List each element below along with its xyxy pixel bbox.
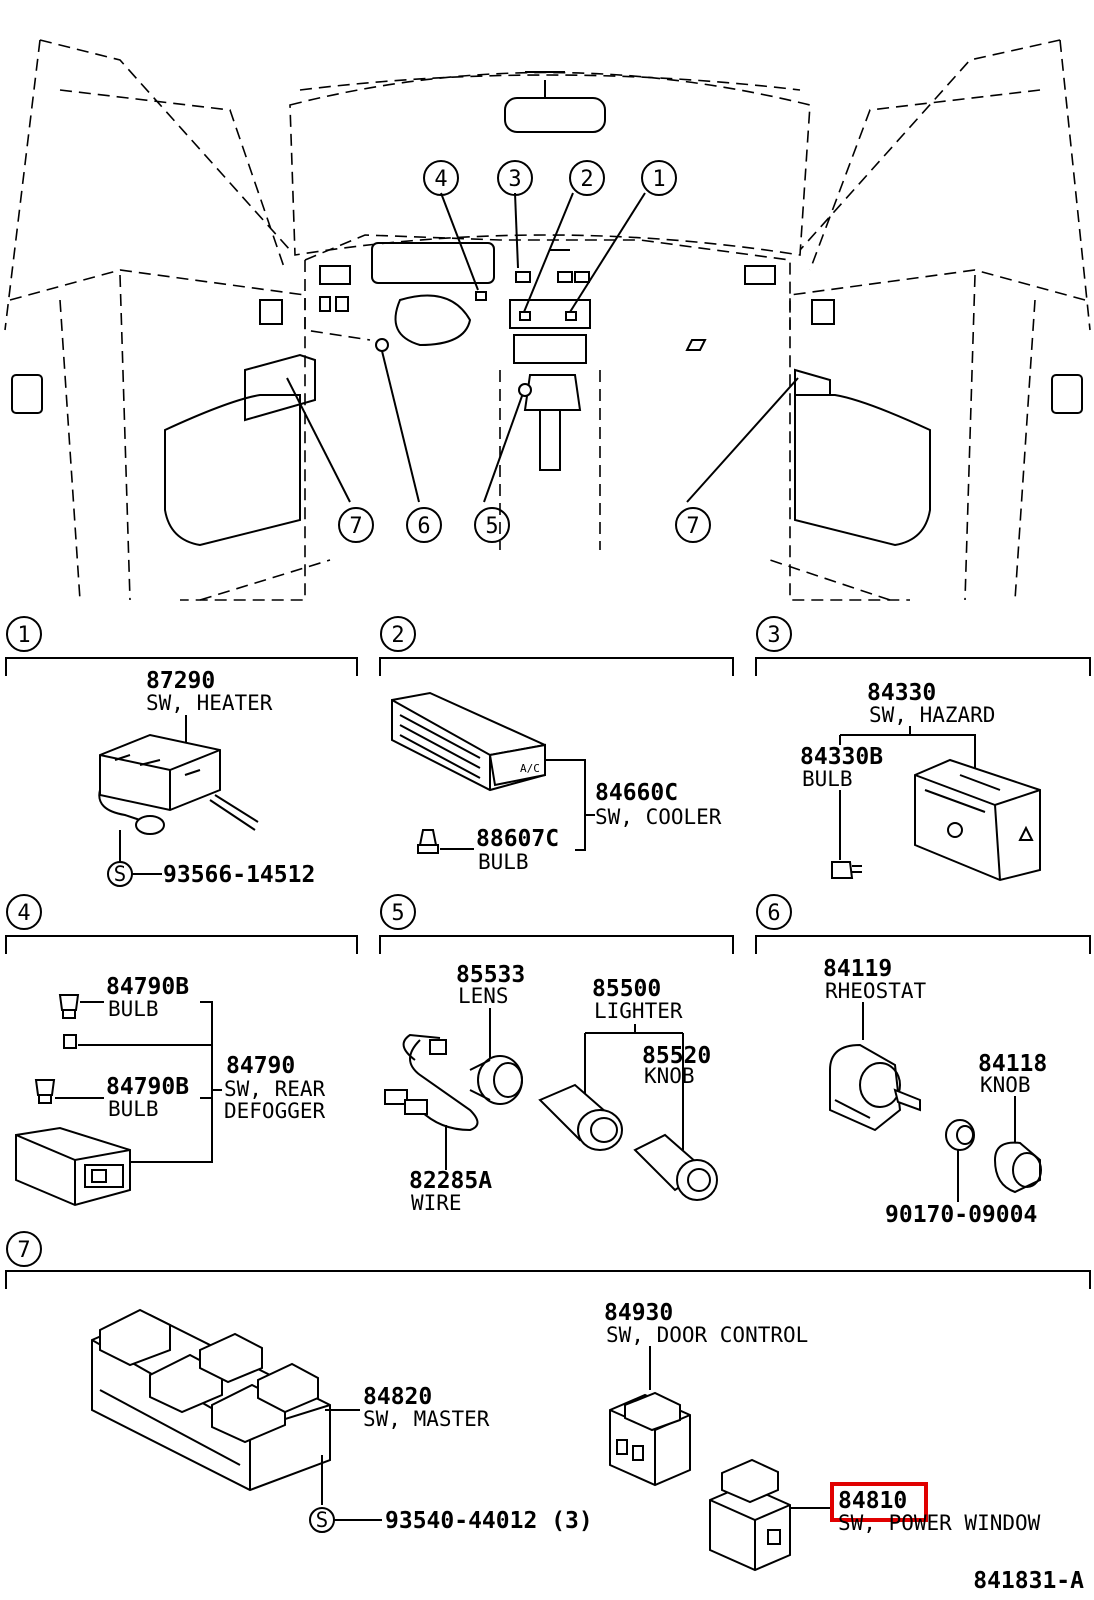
part-number: 84790 (226, 1053, 295, 1079)
part-name: WIRE (411, 1191, 462, 1215)
section-4: 4 84790B BULB 84790 SW, REAR DEFOGGER 84… (5, 894, 358, 1207)
part-name: SW, REAR (224, 1077, 326, 1101)
part-number: 84330 (867, 680, 936, 706)
part-name: SW, DOOR CONTROL (606, 1323, 808, 1347)
part-name: SW, HAZARD (869, 703, 995, 727)
part-number: 84790B (106, 974, 189, 1000)
nut-drawing (945, 1119, 975, 1151)
overview-callout-6: 6 (406, 507, 442, 543)
part-name: BULB (802, 767, 853, 791)
power-window-switch-drawing (709, 1458, 791, 1572)
section-7: 7 84820 SW, MASTER S 93540-44012 (3) 849… (5, 1231, 1091, 1572)
part-name: BULB (108, 1097, 159, 1121)
part-number: 93540-44012 (3) (385, 1508, 593, 1534)
section-3: 3 84330 SW, HAZARD 84330B BULB (755, 616, 1091, 882)
overview-callout-1: 1 (641, 160, 677, 196)
section-2: 2 A/C 84660C SW, COOLER 88607C BULB (379, 616, 734, 874)
part-number: 82285A (409, 1168, 492, 1194)
section-number: 6 (767, 901, 780, 926)
section-number: 7 (17, 1238, 30, 1263)
cooler-switch-drawing: A/C (391, 691, 546, 792)
defogger-switch-drawing (15, 1126, 131, 1207)
callout-number: 7 (686, 514, 699, 539)
part-name: BULB (478, 850, 529, 874)
overview-callout-3: 3 (497, 160, 533, 196)
part-number: 90170-09004 (885, 1202, 1037, 1228)
wire-drawing (384, 1033, 479, 1132)
part-number: 84660C (595, 780, 678, 806)
part-name: SW, POWER WINDOW (838, 1511, 1041, 1535)
lighter-drawing (538, 1083, 623, 1151)
part-number: 84118 (978, 1051, 1047, 1077)
section-1: 1 87290 SW, HEATER S 93566-14512 (5, 616, 358, 888)
section-number: 4 (17, 901, 30, 926)
callout-number: 3 (508, 167, 521, 192)
section-5: 5 85533 LENS 85500 LIGHTER 85520 KNOB (379, 894, 734, 1215)
part-name: KNOB (644, 1064, 695, 1088)
part-number: 84790B (106, 1074, 189, 1100)
callout-number: 4 (434, 167, 447, 192)
diagram-reference: 841831-A (973, 1568, 1084, 1594)
part-number: 88607C (476, 826, 559, 852)
part-number: 84810 (838, 1488, 907, 1514)
callout-number: 7 (349, 514, 362, 539)
hazard-switch-drawing (914, 758, 1041, 882)
part-name: SW, HEATER (146, 691, 273, 715)
overview-callout-2: 2 (569, 160, 605, 196)
rheostat-drawing (829, 1043, 921, 1132)
part-number: 85500 (592, 976, 661, 1002)
bulb-drawing (417, 829, 439, 854)
overview-callout-7-left: 7 (338, 507, 374, 543)
overview-callout-7-right: 7 (675, 507, 711, 543)
part-number: 84330B (800, 744, 883, 770)
knob-drawing (633, 1133, 718, 1201)
section-number: 2 (391, 623, 404, 648)
section-6: 6 84119 RHEOSTAT 84118 KNOB 90170-09004 (755, 894, 1091, 1228)
lens-drawing (469, 1055, 523, 1105)
screw-symbol: S (316, 1508, 329, 1532)
part-name-line-2: DEFOGGER (224, 1099, 326, 1123)
callout-number: 5 (485, 514, 498, 539)
part-number: 84930 (604, 1300, 673, 1326)
part-name: LENS (458, 984, 509, 1008)
highlight-box (830, 1482, 928, 1522)
part-name: SW, COOLER (595, 805, 722, 829)
part-number: 87290 (146, 668, 215, 694)
section-number: 3 (767, 623, 780, 648)
bulb-drawing (34, 994, 80, 1104)
section-number: 5 (391, 901, 404, 926)
part-name: RHEOSTAT (825, 979, 927, 1003)
part-number: 84119 (823, 956, 892, 982)
callout-number: 6 (417, 514, 430, 539)
screw-symbol: S (114, 862, 127, 886)
ac-marking: A/C (520, 762, 540, 775)
part-number: 84820 (363, 1384, 432, 1410)
part-name: BULB (108, 997, 159, 1021)
power-window-part-entry: 84810 SW, POWER WINDOW (830, 1482, 1041, 1535)
part-name: KNOB (980, 1073, 1031, 1097)
heater-switch-drawing (98, 733, 259, 835)
part-name: LIGHTER (594, 999, 683, 1023)
knob-drawing (993, 1141, 1042, 1194)
part-number: 93566-14512 (163, 862, 315, 888)
overview-callout-4: 4 (423, 160, 459, 196)
overview-leader-lines (286, 192, 799, 503)
interior-overview-illustration (4, 39, 1091, 601)
master-switch-drawing (91, 1308, 331, 1492)
callout-number: 1 (652, 167, 665, 192)
part-number: 85520 (642, 1043, 711, 1069)
part-number: 85533 (456, 962, 525, 988)
section-number: 1 (17, 623, 30, 648)
door-control-switch-drawing (609, 1391, 691, 1487)
callout-number: 2 (580, 167, 593, 192)
overview-callout-5: 5 (474, 507, 510, 543)
bulb-drawing (831, 861, 862, 879)
part-name: SW, MASTER (363, 1407, 490, 1431)
